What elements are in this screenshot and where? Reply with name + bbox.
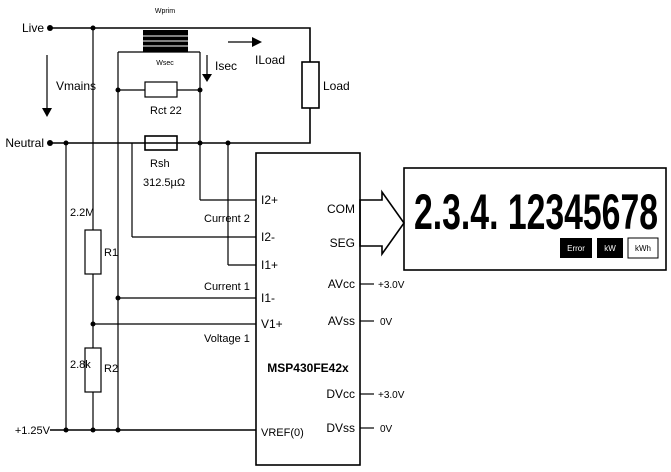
load-top-wire [300,27,311,62]
msp430-chip [255,152,361,466]
r2-value-label: 2.8k [70,359,91,371]
live-terminal [47,25,53,31]
r2-label: R2 [104,363,118,375]
avcc-supply: +3.0V [378,280,405,291]
lcd-error-indicator [560,238,592,258]
rsh-label: Rsh [150,158,170,170]
r1-label: R1 [104,247,118,259]
pin-avss: AVss [328,314,355,328]
chip-name: MSP430FE42x [267,361,349,375]
pin-i2minus: I2- [261,230,275,244]
pin-i1minus: I1- [261,291,275,305]
pin-seg: SEG [330,236,355,250]
lcd-kwh-text: kWh [635,244,651,253]
neutral-label: Neutral [5,136,44,150]
iload-label: ILoad [255,53,285,67]
wsec-label: Wsec [156,60,174,67]
pin-dvss: DVss [326,421,355,435]
isec-arrow [202,74,212,82]
pin-i1plus: I1+ [261,258,278,272]
lcd-kw-indicator [597,238,623,258]
lcd-kwh-indicator [627,237,659,259]
dvss-supply: 0V [380,424,393,435]
pin-dvcc: DVcc [326,387,355,401]
voltage1-label: Voltage 1 [204,333,250,345]
lcd-display [403,167,667,271]
rsh-value-label: 312.5µΩ [143,177,185,189]
load-label: Load [323,79,350,93]
pin-avcc: AVcc [328,277,355,291]
lcd-error-text: Error [567,244,585,253]
neutral-terminal [47,140,53,146]
vmains-label: Vmains [56,79,96,93]
avss-supply: 0V [380,317,393,328]
live-label: Live [22,21,44,35]
lcd-digits: 2.3.4. 12345678 [414,184,658,240]
current1-label: Current 1 [204,281,250,293]
load-bottom-wire [300,108,311,144]
rsh-resistor [144,135,178,151]
rct-resistor [144,81,178,98]
wprim-label: Wprim [155,8,175,15]
current2-label: Current 2 [204,213,250,225]
load-resistor [301,61,320,109]
r1-value-label: 2.2M [70,207,94,219]
rct-label: Rct 22 [150,105,182,117]
isec-label: Isec [215,59,237,73]
pin-i2plus: I2+ [261,193,278,207]
lcd-kw-text: kW [604,244,616,253]
pin-com: COM [327,202,355,216]
pin-vref: VREF(0) [261,427,304,439]
pin-v1plus: V1+ [261,317,283,331]
com-seg-arrow [359,189,405,257]
iload-arrow [252,37,262,47]
r1-resistor [84,229,102,275]
vref-supply-label: +1.25V [15,425,51,437]
dvcc-supply: +3.0V [378,390,405,401]
vmains-arrow [42,108,52,117]
